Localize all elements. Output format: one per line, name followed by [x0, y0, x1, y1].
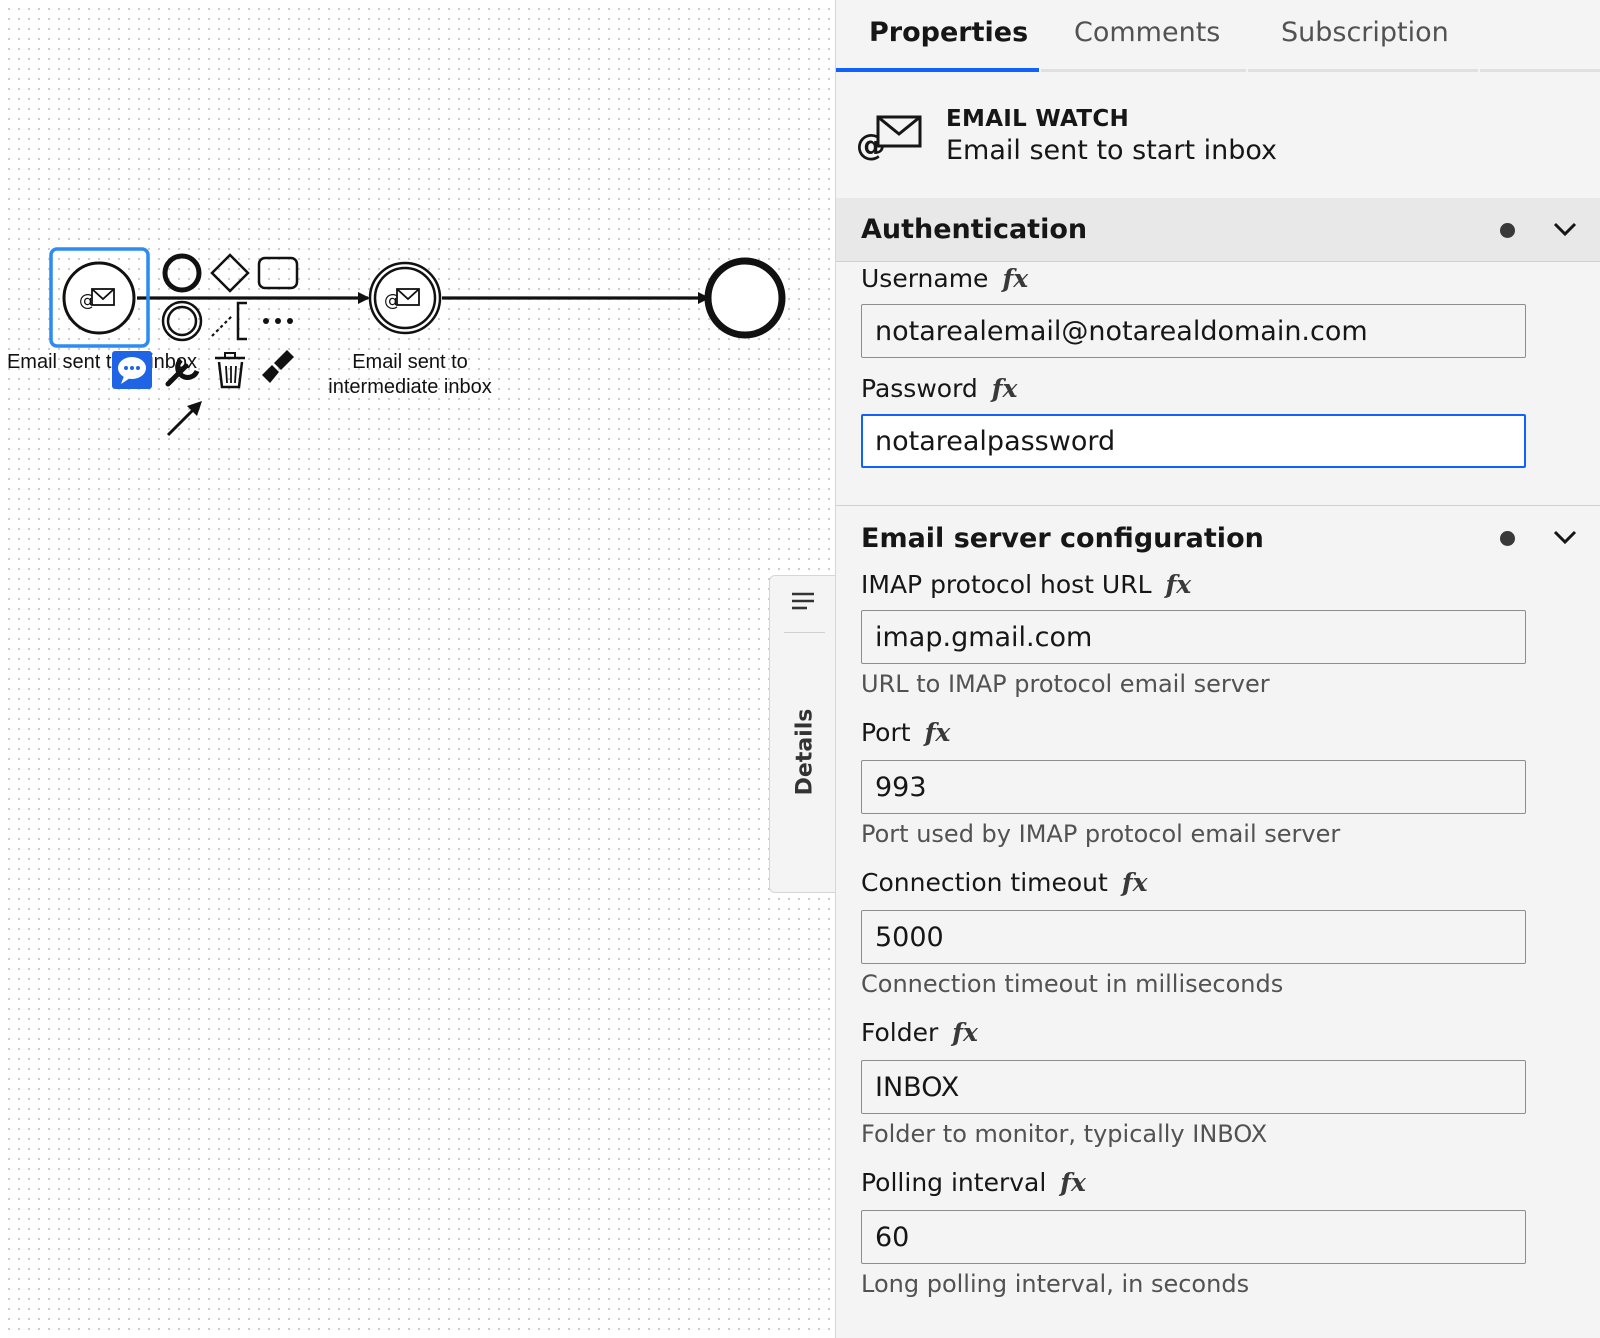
intermediate-event-email[interactable]	[368, 261, 442, 335]
comment-button[interactable]	[112, 351, 152, 389]
diagram-svg: @	[49, 247, 786, 437]
imap-host-field[interactable]	[861, 610, 1526, 664]
element-name: Email sent to start inbox	[946, 135, 1278, 166]
fx-toggle[interactable]: fx	[1121, 868, 1148, 897]
diagram-canvas[interactable]: @	[0, 0, 835, 1338]
connection-timeout-hint: Connection timeout in milliseconds	[861, 970, 1284, 998]
more-icon[interactable]	[263, 318, 293, 324]
details-tab-label: Details	[792, 708, 818, 796]
tab-subscription[interactable]: Subscription	[1248, 0, 1478, 72]
connection-timeout-field[interactable]	[861, 910, 1526, 964]
folder-field[interactable]	[861, 1060, 1526, 1114]
fx-toggle[interactable]: fx	[1002, 264, 1029, 293]
intermediate-event-label: Email sent to intermediate inbox	[328, 351, 492, 398]
details-tab-divider	[784, 632, 825, 633]
fx-toggle[interactable]: fx	[952, 1018, 978, 1047]
polling-interval-hint: Long polling interval, in seconds	[861, 1270, 1250, 1298]
group-data-indicator	[1500, 531, 1515, 546]
element-type: EMAIL WATCH	[946, 106, 1130, 132]
group-authentication-header[interactable]: Authentication	[836, 198, 1600, 262]
port-field[interactable]	[861, 760, 1526, 814]
end-event[interactable]	[704, 257, 786, 339]
fx-toggle[interactable]: fx	[1060, 1168, 1086, 1197]
comment-icon	[118, 357, 146, 384]
fx-toggle[interactable]: fx	[991, 374, 1018, 403]
folder-hint: Folder to monitor, typically INBOX	[861, 1120, 1268, 1148]
port-hint: Port used by IMAP protocol email server	[861, 820, 1341, 848]
password-field[interactable]	[861, 414, 1526, 468]
element-header: @ EMAIL WATCH Email sent to start inbox	[836, 72, 1600, 199]
intermediate-event-icon[interactable]	[161, 300, 203, 342]
menu-icon	[792, 592, 814, 610]
paint-brush-icon[interactable]	[262, 350, 294, 383]
polling-interval-field[interactable]	[861, 1210, 1526, 1264]
fx-toggle[interactable]: fx	[1165, 570, 1192, 599]
text-annotation-icon[interactable]	[211, 301, 247, 341]
context-pad	[161, 253, 299, 437]
wrench-icon[interactable]	[165, 358, 200, 387]
start-event-email[interactable]	[62, 261, 136, 335]
chevron-down-icon[interactable]	[1552, 220, 1578, 238]
tab-strip-filler	[1480, 0, 1600, 72]
task-icon[interactable]	[257, 256, 299, 290]
details-side-tab[interactable]: Details	[769, 575, 835, 893]
connect-arrow-icon[interactable]	[166, 401, 202, 437]
group-title: Authentication	[861, 214, 1088, 245]
panel-tabs: Properties Comments Subscription	[836, 0, 1600, 72]
fx-toggle[interactable]: fx	[924, 718, 951, 747]
gateway-icon[interactable]	[210, 253, 250, 293]
tab-comments[interactable]: Comments	[1041, 0, 1246, 72]
email-watch-icon: @	[856, 115, 922, 161]
trash-icon[interactable]	[215, 352, 245, 389]
username-field[interactable]	[861, 304, 1526, 358]
chevron-down-icon[interactable]	[1552, 528, 1578, 546]
tab-properties[interactable]: Properties	[836, 0, 1039, 72]
selection-outline	[49, 247, 150, 348]
start-event-label: Email sent to st inbox	[6, 351, 198, 373]
properties-panel: Properties Comments Subscription @ EMAIL…	[835, 0, 1600, 1338]
group-email-server-header[interactable]: Email server configuration	[836, 505, 1600, 569]
group-title: Email server configuration	[861, 523, 1264, 554]
imap-host-hint: URL to IMAP protocol email server	[861, 670, 1270, 698]
group-data-indicator	[1500, 223, 1515, 238]
end-event-icon[interactable]	[162, 253, 202, 293]
